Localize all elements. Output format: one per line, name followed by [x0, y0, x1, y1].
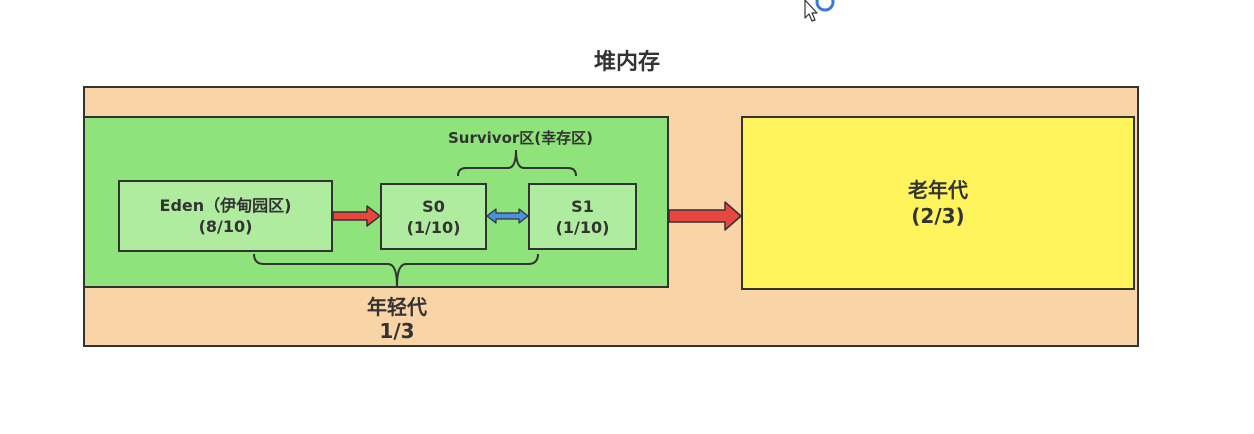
old-generation-region: 老年代 (2/3)	[741, 116, 1135, 290]
s1-name: S1	[571, 196, 594, 216]
eden-name: Eden（伊甸园区)	[159, 196, 292, 215]
old-generation-ratio: (2/3)	[911, 204, 965, 228]
s0-name: S0	[422, 196, 445, 216]
s0-s1-exchange-arrow	[486, 208, 529, 224]
eden-region: Eden（伊甸园区) (8/10)	[118, 180, 333, 252]
young-generation-brace	[253, 253, 539, 287]
young-generation-ratio: 1/3	[379, 319, 415, 343]
mouse-cursor-icon	[804, 0, 835, 22]
s1-region: S1 (1/10)	[528, 183, 637, 250]
eden-to-s0-arrow	[332, 205, 381, 227]
survivor-brace	[457, 149, 577, 177]
s0-region: S0 (1/10)	[380, 183, 487, 250]
old-generation-name: 老年代	[908, 178, 968, 202]
young-generation-name: 年轻代	[367, 295, 427, 319]
s0-ratio: (1/10)	[406, 217, 461, 237]
young-generation-label: 年轻代 1/3	[340, 295, 454, 343]
heap-title: 堆内存	[593, 50, 660, 75]
survivor-label: Survivor区(幸存区)	[448, 129, 593, 147]
young-to-old-arrow	[668, 201, 742, 231]
eden-ratio: (8/10)	[198, 217, 253, 236]
s1-ratio: (1/10)	[555, 217, 610, 237]
